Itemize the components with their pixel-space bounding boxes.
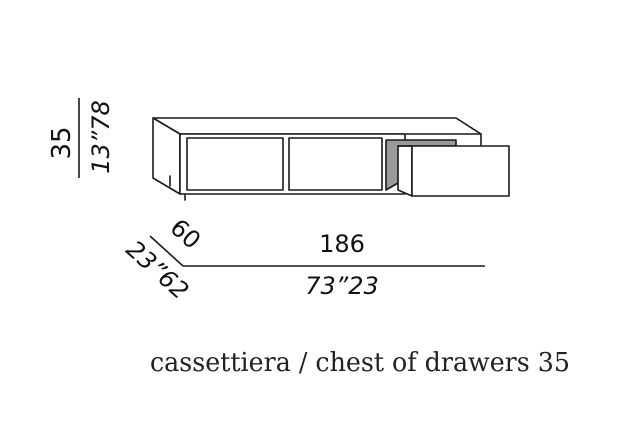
chest-of-drawers-drawing — [152, 117, 510, 201]
depth-divider — [149, 235, 184, 267]
open-drawer-front — [411, 145, 510, 197]
dimension-lines — [78, 98, 485, 267]
drawer-front-1 — [186, 137, 284, 191]
cabinet-top — [152, 117, 482, 135]
depth-cm-label: 60 — [165, 213, 206, 254]
width-in-label: 73”23 — [305, 272, 379, 300]
height-cm-label: 35 — [47, 126, 77, 159]
product-caption: cassettiera / chest of drawers 35 — [150, 348, 570, 378]
open-drawer-side — [397, 145, 413, 197]
drawer-front-2 — [288, 137, 383, 191]
height-in-label: 13”78 — [87, 100, 115, 174]
width-cm-label: 186 — [319, 230, 365, 258]
